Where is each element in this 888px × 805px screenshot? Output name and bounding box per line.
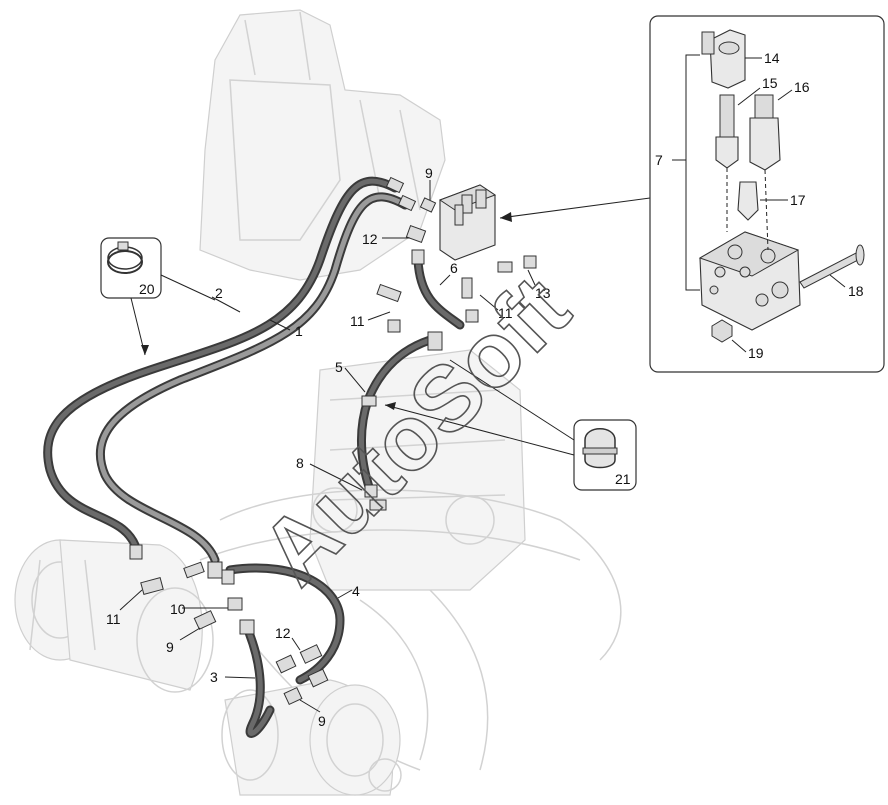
callout-11-bottom: 11 bbox=[106, 611, 121, 627]
background-machine-outline bbox=[14, 9, 622, 796]
callout-20: 20 bbox=[139, 281, 155, 297]
hose-assembly-long bbox=[43, 176, 410, 565]
hose-3 bbox=[243, 625, 275, 738]
inset-valve-detail: 7 14 15 16 17 bbox=[649, 15, 885, 373]
callout-17: 17 bbox=[790, 192, 806, 208]
callout-9-left: 9 bbox=[166, 639, 174, 655]
callout-15: 15 bbox=[762, 75, 778, 91]
callout-11-right: 11 bbox=[498, 305, 513, 321]
fittings bbox=[129, 176, 537, 706]
callout-13: 13 bbox=[535, 285, 551, 301]
callout-3: 3 bbox=[210, 669, 218, 685]
callout-12-bottom: 12 bbox=[275, 625, 291, 641]
callout-4: 4 bbox=[352, 583, 360, 599]
callout-12-top: 12 bbox=[362, 231, 378, 247]
inset-pointer-arrow bbox=[500, 212, 512, 222]
callout-18: 18 bbox=[848, 283, 864, 299]
callout-7: 7 bbox=[655, 152, 663, 168]
hose-4 bbox=[225, 563, 345, 685]
hose-6 bbox=[413, 255, 465, 330]
callout-5: 5 bbox=[335, 359, 343, 375]
leader-lines bbox=[119, 180, 536, 713]
callout-8: 8 bbox=[296, 455, 304, 471]
valve-block-mounted bbox=[438, 184, 497, 261]
callout-1: 1 bbox=[295, 323, 303, 339]
clamp-21-box: 21 bbox=[384, 359, 637, 491]
callout-21: 21 bbox=[615, 471, 631, 487]
callout-9-bottom: 9 bbox=[318, 713, 326, 729]
callout-19: 19 bbox=[748, 345, 764, 361]
callout-11-left: 11 bbox=[350, 313, 365, 329]
callout-16: 16 bbox=[794, 79, 810, 95]
callout-10: 10 bbox=[170, 601, 186, 617]
callout-2: 2 bbox=[215, 285, 223, 301]
callout-14: 14 bbox=[764, 50, 780, 66]
callout-6: 6 bbox=[450, 260, 458, 276]
inset-pointer-line bbox=[499, 197, 651, 219]
callout-9-top: 9 bbox=[425, 165, 433, 181]
clamp-20-box: 20 bbox=[100, 237, 216, 356]
